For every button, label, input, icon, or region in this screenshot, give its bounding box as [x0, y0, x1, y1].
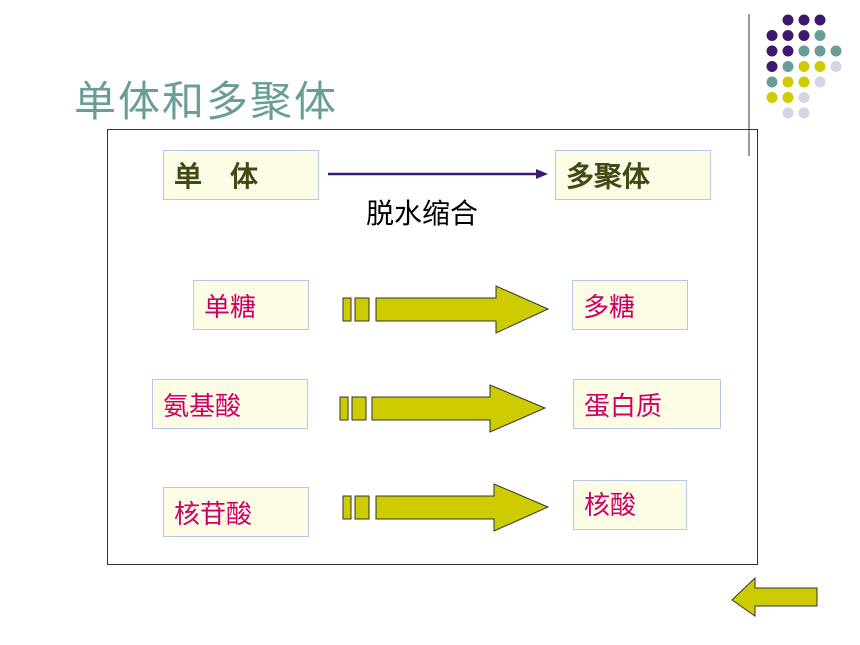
polymer-header-box: 多聚体	[555, 150, 711, 200]
polymer-header-label: 多聚体	[566, 160, 651, 193]
monomer-label-3: 核苷酸	[174, 499, 253, 530]
process-caption: 脱水缩合	[366, 197, 479, 230]
polymer-box-2: 蛋白质	[573, 379, 721, 429]
polymer-box-3: 核酸	[573, 480, 687, 530]
decorative-divider	[748, 14, 750, 156]
monomer-label-1: 单糖	[204, 292, 257, 323]
back-arrow-icon[interactable]	[731, 576, 818, 617]
monomer-box-2: 氨基酸	[152, 379, 308, 429]
monomer-header-label: 单 体	[174, 160, 259, 193]
slide-title: 单体和多聚体	[74, 77, 339, 126]
polymer-box-1: 多糖	[572, 280, 688, 330]
diagram-frame	[107, 129, 758, 565]
monomer-box-1: 单糖	[193, 280, 309, 330]
polymer-label-1: 多糖	[583, 292, 636, 323]
monomer-box-3: 核苷酸	[163, 487, 309, 537]
polymer-label-3: 核酸	[584, 491, 637, 521]
monomer-label-2: 氨基酸	[163, 391, 242, 422]
polymer-label-2: 蛋白质	[584, 391, 663, 422]
monomer-header-box: 单 体	[163, 150, 319, 200]
